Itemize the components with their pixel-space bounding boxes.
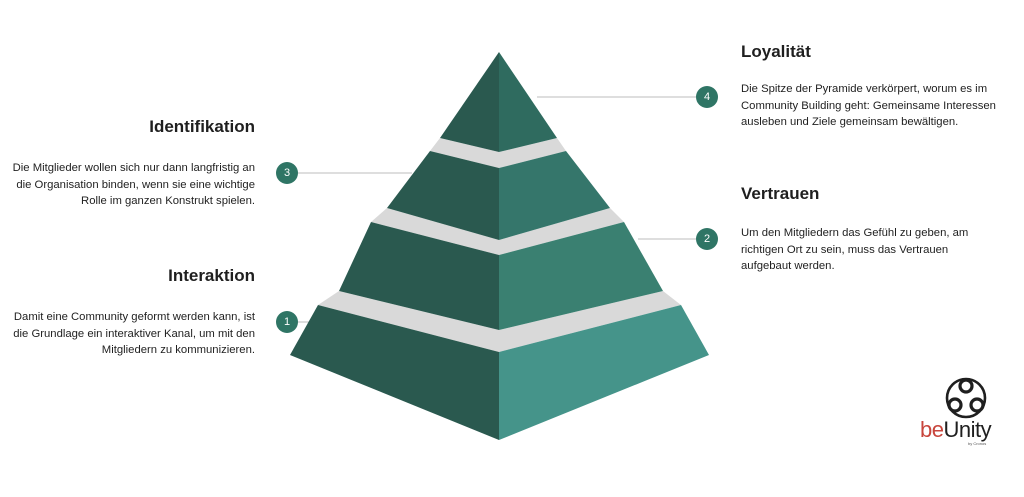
- step-1-title: Interaktion: [168, 266, 255, 285]
- level-4-right-face: [499, 52, 557, 152]
- step-1-text: Damit eine Community geformt werden kann…: [13, 311, 255, 356]
- step-4-text: Die Spitze der Pyramide verkörpert, woru…: [741, 83, 996, 128]
- step-4-title: Loyalität: [741, 42, 811, 61]
- step-3-text: Die Mitglieder wollen sich nur dann lang…: [12, 162, 255, 207]
- level-1-right-face: [499, 305, 709, 440]
- level-2-right-face: [499, 222, 663, 330]
- level-2-left-face: [339, 222, 499, 330]
- beunity-knot-icon: [945, 377, 987, 419]
- step-2-text: Um den Mitgliedern das Gefühl zu geben, …: [741, 227, 969, 272]
- separator-band-3: [430, 138, 566, 168]
- level-4-left-face: [440, 52, 499, 152]
- logo-tagline: by Cronos: [968, 441, 987, 446]
- level-3-left-face: [387, 151, 499, 240]
- separator-band-2: [371, 208, 624, 255]
- step-1-number-badge: 1: [276, 311, 298, 333]
- step-3-title: Identifikation: [149, 117, 255, 136]
- step-4-number-badge: 4: [696, 86, 718, 108]
- step-2-number-badge: 2: [696, 228, 718, 250]
- level-3-right-face: [499, 151, 610, 240]
- step-2-title: Vertrauen: [741, 184, 820, 203]
- step-3-number-badge: 3: [276, 162, 298, 184]
- logo-prefix: be: [920, 417, 944, 442]
- beunity-logo: beUnity: [920, 417, 992, 442]
- level-1-left-face: [290, 305, 499, 440]
- separator-band-1: [318, 291, 681, 352]
- logo-name: Unity: [943, 417, 992, 442]
